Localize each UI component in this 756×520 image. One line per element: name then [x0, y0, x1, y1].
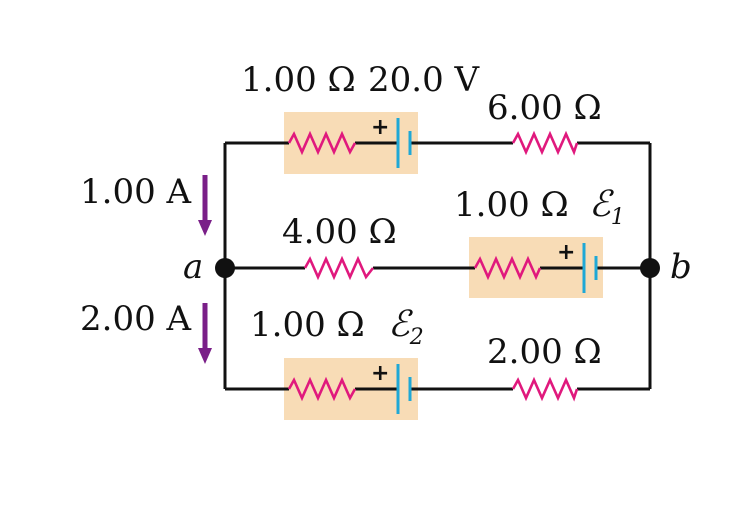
middle-battery-plus: +: [557, 240, 575, 265]
top-emf-voltage-label: 20.0 V: [368, 60, 481, 100]
top-battery-plus: +: [371, 115, 389, 140]
bottom-battery-plus: +: [371, 361, 389, 386]
node-a-dot: [215, 258, 235, 278]
emf1-label: ℰ1: [589, 184, 625, 230]
bottom-resistor-2ohm: [511, 376, 579, 402]
top-internal-resistor: [287, 130, 357, 156]
top-resistor-6ohm: [511, 130, 579, 156]
emf2-label: ℰ2: [388, 304, 424, 350]
lower-current-arrow-head: [198, 348, 212, 364]
middle-resistor-label: 4.00 Ω: [282, 212, 397, 252]
top-internal-resistance-label: 1.00 Ω: [241, 60, 356, 100]
bottom-resistor-label: 2.00 Ω: [487, 332, 602, 372]
bottom-internal-resistor: [287, 376, 357, 402]
upper-current-arrow-head: [198, 220, 212, 236]
top-resistor-label: 6.00 Ω: [487, 88, 602, 128]
emf2-subscript: 2: [409, 325, 424, 350]
node-b-label: b: [670, 247, 692, 287]
emf1-symbol: ℰ: [589, 184, 614, 225]
bottom-internal-resistance-label: 1.00 Ω: [250, 305, 365, 345]
middle-resistor-4ohm: [303, 255, 375, 281]
lower-current-label: 2.00 A: [80, 299, 192, 339]
node-a-label: a: [183, 247, 203, 287]
emf2-symbol: ℰ: [388, 304, 413, 345]
emf1-subscript: 1: [611, 205, 625, 230]
upper-current-label: 1.00 A: [80, 172, 192, 212]
node-b-dot: [640, 258, 660, 278]
middle-internal-resistor: [473, 255, 542, 281]
middle-internal-resistance-label: 1.00 Ω: [454, 185, 569, 225]
